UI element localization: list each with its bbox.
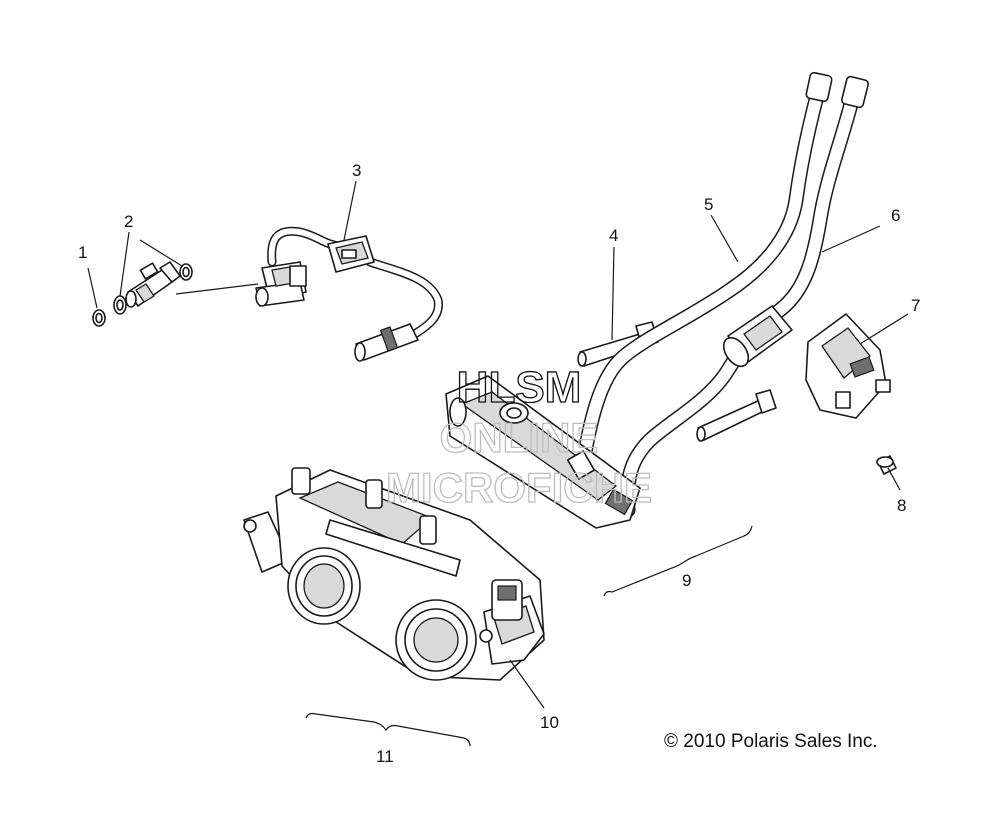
bracket-throttle-body <box>305 712 471 747</box>
watermark-line-1: HLSM <box>457 363 582 412</box>
leader-injector <box>175 283 259 295</box>
callout-4: 4 <box>609 226 618 245</box>
callout-5: 5 <box>704 195 713 214</box>
callout-2: 2 <box>124 212 133 231</box>
callout-leaders <box>87 180 909 709</box>
callout-7: 7 <box>911 296 920 315</box>
injector-harness-assembly <box>255 226 443 362</box>
bracket-fuel-rail <box>603 525 753 597</box>
injector-part <box>125 261 181 308</box>
seal-parts <box>113 263 193 315</box>
pressure-regulator-part <box>805 313 891 419</box>
copyright-notice: © 2010 Polaris Sales Inc. <box>664 731 878 752</box>
callout-1: 1 <box>78 243 87 262</box>
fuel-rail-bolt-lower <box>696 389 777 442</box>
regulator-screw-part <box>876 455 897 475</box>
fuel-rail-part <box>445 375 641 529</box>
callout-labels: 1 2 3 4 5 6 7 8 9 10 11 <box>78 161 920 766</box>
fuel-hose-pair <box>574 71 870 518</box>
callout-6: 6 <box>891 206 900 225</box>
watermark-line-2: ONLINE <box>440 414 599 461</box>
callout-10: 10 <box>540 713 559 732</box>
callout-8: 8 <box>897 496 906 515</box>
o-ring-part <box>92 309 106 327</box>
callout-3: 3 <box>352 161 361 180</box>
watermark-line-3: MICROFICHE <box>386 464 652 511</box>
callout-9: 9 <box>682 571 691 590</box>
callout-11: 11 <box>376 747 394 766</box>
throttle-body-part <box>243 467 545 681</box>
watermark: HLSM ONLINE MICROFICHE <box>385 362 652 511</box>
